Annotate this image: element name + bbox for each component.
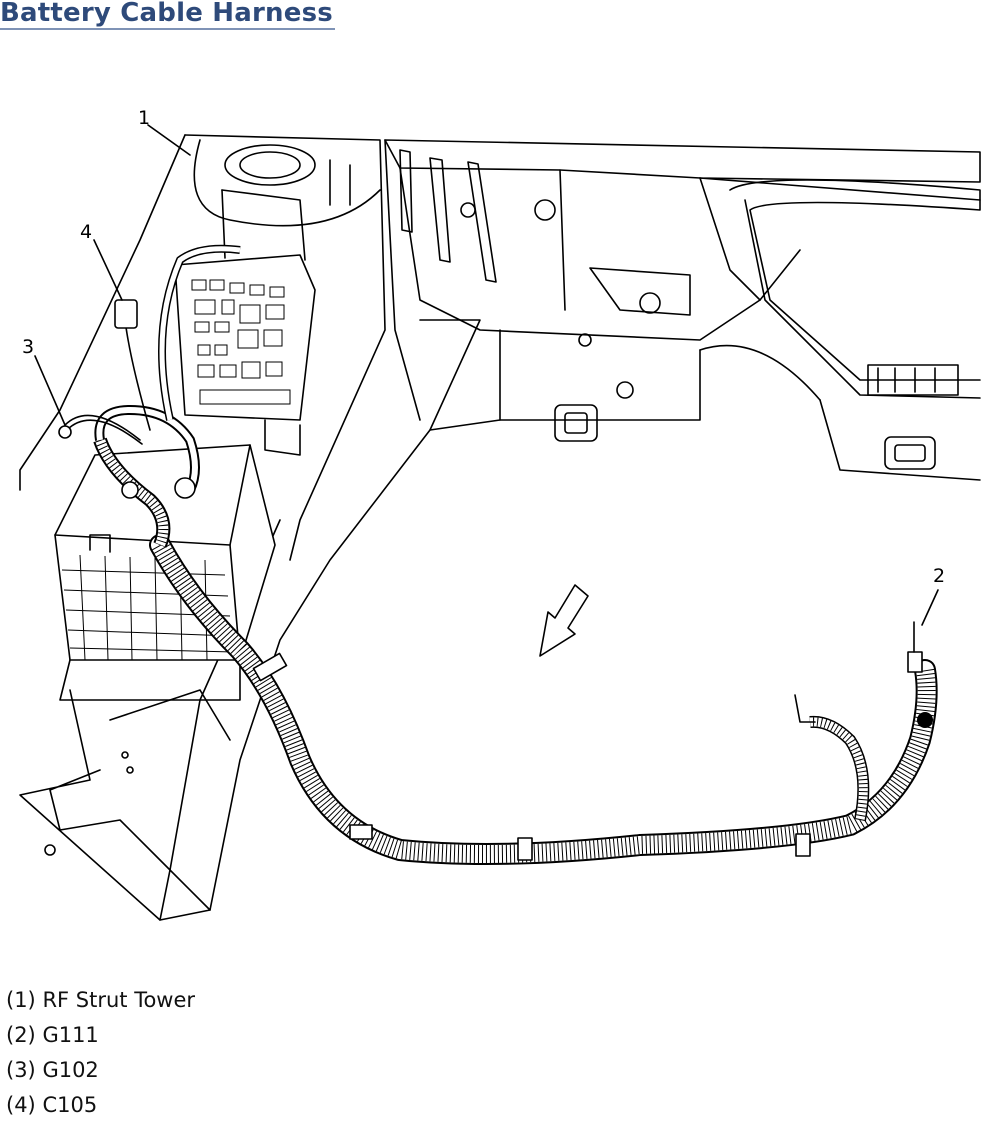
legend-number: (3) bbox=[6, 1058, 36, 1082]
legend-number: (1) bbox=[6, 988, 36, 1012]
legend-number: (4) bbox=[6, 1093, 36, 1117]
battery-cable-harness bbox=[58, 244, 938, 865]
front-direction-arrow bbox=[539, 584, 589, 657]
callout-3: 3 bbox=[22, 336, 34, 358]
legend-label: C105 bbox=[42, 1093, 98, 1117]
front-body-structure bbox=[384, 139, 981, 481]
legend-item: (1) RF Strut Tower bbox=[6, 983, 195, 1018]
callout-1: 1 bbox=[138, 107, 150, 129]
legend-item: (3) G102 bbox=[6, 1053, 195, 1088]
page-title: Battery Cable Harness bbox=[0, 0, 335, 30]
battery-cable-harness-diagram: 1 2 3 4 bbox=[19, 107, 981, 921]
legend-label: G111 bbox=[42, 1023, 99, 1047]
legend-item: (2) G111 bbox=[6, 1018, 195, 1053]
legend-number: (2) bbox=[6, 1023, 36, 1047]
legend-label: RF Strut Tower bbox=[42, 988, 196, 1012]
legend-label: G102 bbox=[42, 1058, 99, 1082]
underhood-fuse-block bbox=[174, 189, 316, 456]
legend-item: (4) C105 bbox=[6, 1088, 195, 1123]
callout-4: 4 bbox=[80, 221, 92, 243]
callout-leaders bbox=[34, 124, 939, 626]
callout-2: 2 bbox=[933, 565, 945, 587]
legend: (1) RF Strut Tower (2) G111 (3) G102 (4)… bbox=[6, 983, 195, 1123]
